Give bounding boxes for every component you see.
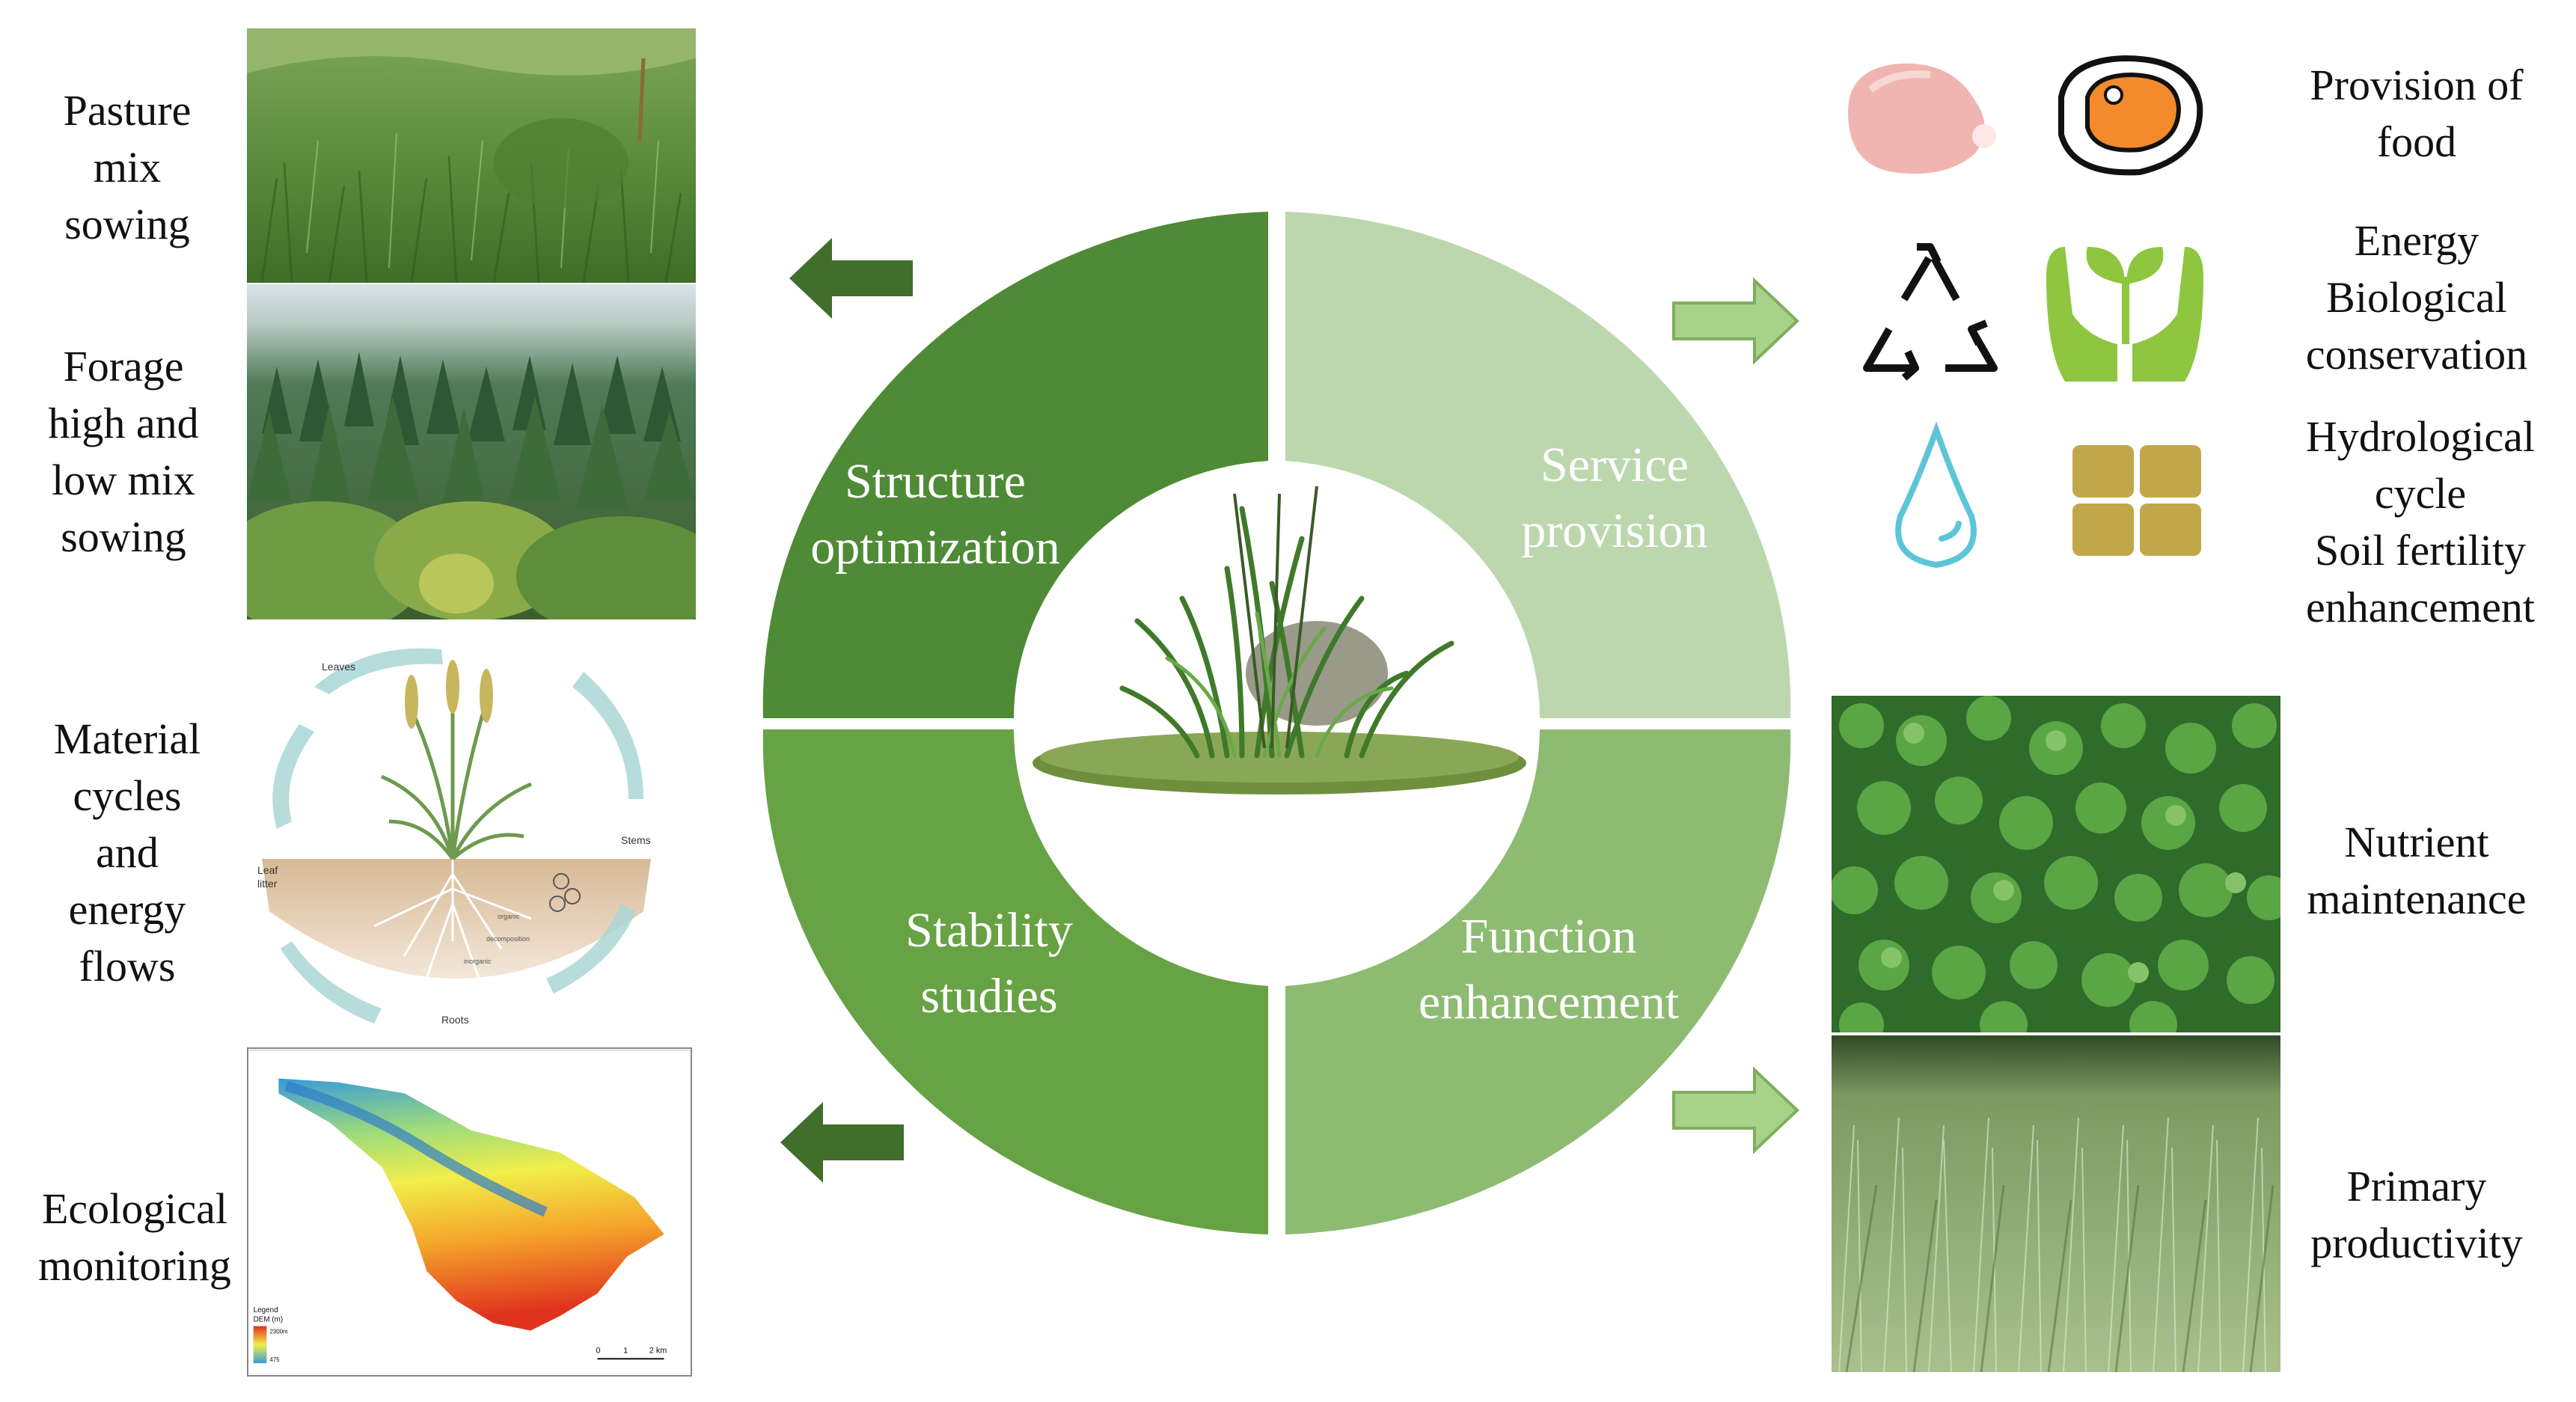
grassland-photo	[1832, 1035, 2280, 1372]
label-forage-mix-sowing: Forage high and low mix sowing	[48, 342, 199, 561]
arrow-right-top	[1672, 277, 1799, 365]
hands-sprout-icon	[2046, 247, 2203, 382]
arrow-right-bottom	[1672, 1066, 1799, 1154]
map-legend-title: Legend	[254, 1306, 278, 1314]
map-scale-1: 1	[623, 1346, 628, 1355]
water-drop-icon	[1895, 421, 1977, 569]
ring-structure-line2: optimization	[810, 520, 1060, 575]
quadrant-service-provision	[1285, 212, 1791, 718]
map-scale-2: 2 km	[649, 1346, 667, 1355]
soil-block-icon	[2072, 445, 2201, 556]
cycle-inorganic-label: inorganic	[464, 958, 492, 965]
map-legend-high: 2300m	[269, 1329, 288, 1335]
material-cycle-diagram: Leaves Stems Leaf litter Roots organic d…	[239, 627, 673, 1031]
arrow-left-top	[789, 238, 913, 319]
cycle-decomposition-label: decomposition	[486, 935, 530, 943]
cycle-leaves-label: Leaves	[322, 661, 355, 673]
ring-structure-line1: Structure	[845, 454, 1026, 509]
label-pasture-mix-sowing: Pasture mix sowing	[63, 86, 192, 248]
cycle-organic-label: organic	[498, 913, 520, 920]
cycle-leaf-label: Leaf	[257, 864, 278, 876]
forest-photo	[247, 284, 696, 619]
cycle-stems-label: Stems	[621, 834, 651, 846]
label-nutrient-maintenance: Nutrient maintenance	[2307, 818, 2527, 923]
arrow-left-bottom	[780, 1102, 904, 1183]
label-hydrological-soil: Hydrological cycle Soil fertility enhanc…	[2305, 412, 2536, 631]
label-material-cycles: Material cycles and energy flows	[53, 714, 201, 991]
label-ecological-monitoring: Ecological monitoring	[38, 1184, 231, 1290]
label-provision-of-food: Provision of food	[2310, 61, 2524, 166]
elevation-map: Legend DEM (m) 2300m 475 0 1 2 km	[247, 1047, 692, 1377]
cycle-roots-label: Roots	[441, 1014, 469, 1026]
ring-function-line1: Function	[1461, 909, 1637, 964]
label-primary-productivity: Primary productivity	[2310, 1162, 2523, 1267]
ring-stability-line2: studies	[920, 969, 1057, 1023]
grass-center-icon	[1032, 486, 1526, 795]
ring-service-line2: provision	[1521, 503, 1707, 558]
quadrant-structure-optimization	[762, 212, 1268, 718]
ring-function-line2: enhancement	[1419, 975, 1679, 1029]
steak-icon	[2058, 55, 2203, 176]
ring-stability-line1: Stability	[905, 903, 1073, 958]
recycle-icon	[1863, 243, 1998, 381]
chicken-leg-icon	[1848, 63, 1996, 174]
quadrant-stability-studies	[762, 729, 1268, 1234]
label-energy-conservation: Energy Biological conservation	[2305, 216, 2528, 379]
ring-service-line1: Service	[1541, 438, 1689, 492]
map-scale-0: 0	[596, 1346, 600, 1355]
map-legend-sub: DEM (m)	[254, 1316, 284, 1324]
map-legend-low: 475	[269, 1356, 280, 1363]
clover-photo	[1832, 696, 2280, 1032]
cycle-litter-label: litter	[257, 878, 278, 890]
pasture-photo	[247, 28, 696, 283]
quadrant-function-enhancement	[1285, 729, 1791, 1234]
